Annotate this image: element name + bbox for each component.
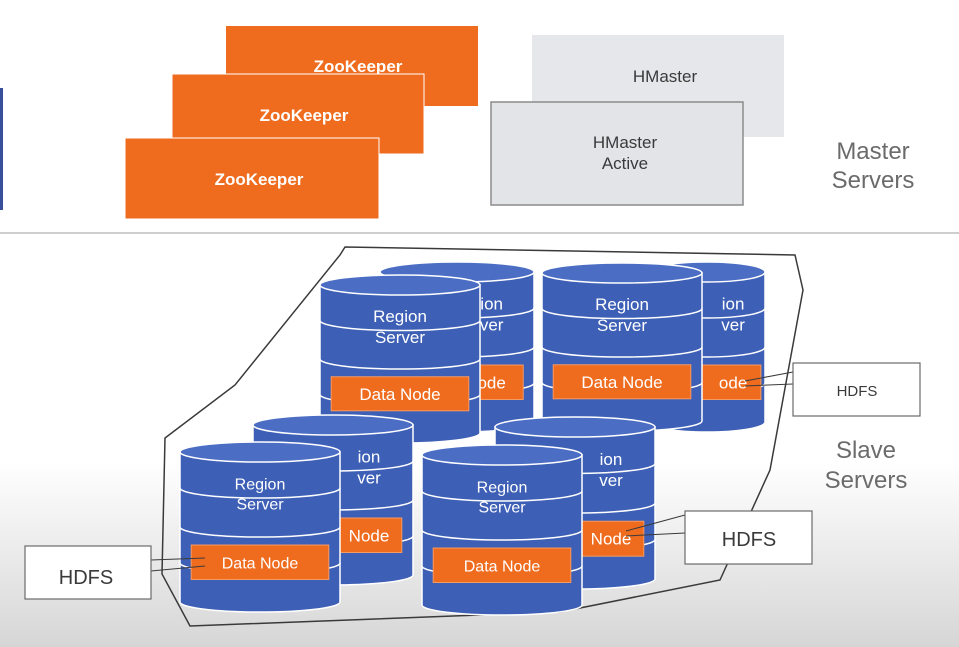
data-node-label-partial: ode xyxy=(719,373,747,392)
zookeeper-label: ZooKeeper xyxy=(215,170,304,189)
data-node-label: Data Node xyxy=(581,373,662,392)
region-server-label-partial: ion xyxy=(600,450,623,469)
data-node-label-partial: Node xyxy=(591,530,632,549)
hdfs-box xyxy=(684,510,813,565)
cylinder-band-line xyxy=(179,487,341,499)
hmaster-active-label-line2: Active xyxy=(602,154,648,173)
region-server-label-partial: ver xyxy=(480,316,504,335)
slave-servers-label-line2: Servers xyxy=(825,467,908,494)
cylinder-band-line xyxy=(541,346,703,358)
data-node-label-partial: ode xyxy=(477,373,505,392)
master-servers-label-line1: Master xyxy=(836,138,909,165)
cylinder-top xyxy=(179,441,341,463)
cylinder-top xyxy=(252,414,414,436)
left-edge-bar xyxy=(0,88,3,210)
hdfs-callout-right: HDFS xyxy=(744,362,921,417)
hmaster-group: HMaster HMaster Active xyxy=(490,35,784,206)
cylinder-band-line xyxy=(541,308,703,320)
zookeeper-box xyxy=(124,137,380,220)
region-server-label-partial: ver xyxy=(721,316,745,335)
callout-line xyxy=(625,514,686,532)
hmaster-standby-label: HMaster xyxy=(633,67,698,86)
region-server-label-partial: ver xyxy=(357,469,381,488)
data-node-label-partial: Node xyxy=(349,526,390,545)
cylinder-top xyxy=(494,416,656,438)
data-node-box xyxy=(190,544,330,580)
master-servers-label-line2: Servers xyxy=(832,167,915,194)
callout-line xyxy=(744,383,794,387)
cluster-outline xyxy=(161,246,804,627)
slave-servers-label-line1: Slave xyxy=(836,437,896,464)
region-server-label-line2: Server xyxy=(478,500,526,517)
region-server-label-partial: ion xyxy=(358,448,381,467)
region-server-label-line1: Region xyxy=(235,477,286,494)
data-node-box xyxy=(330,376,470,412)
data-node-label: Data Node xyxy=(222,555,299,572)
hdfs-label: HDFS xyxy=(722,529,776,551)
cylinder-top xyxy=(319,274,481,296)
hdfs-box xyxy=(792,362,921,417)
cylinder-band-line xyxy=(319,358,481,370)
cylinder-band-line xyxy=(179,526,341,538)
region-server-label-line1: Region xyxy=(477,480,528,497)
region-server-label-partial: ion xyxy=(480,295,503,314)
cylinder-band-line xyxy=(319,320,481,332)
data-node-box xyxy=(552,364,692,400)
hdfs-callout-middle: HDFS xyxy=(625,510,813,565)
zookeeper-label: ZooKeeper xyxy=(260,106,349,125)
hdfs-box xyxy=(24,545,152,600)
region-server-label-line2: Server xyxy=(597,316,647,335)
cylinder-band-line xyxy=(421,529,583,541)
data-node-box xyxy=(432,547,572,583)
cylinder-top xyxy=(541,262,703,284)
data-node-label: Data Node xyxy=(464,558,541,575)
region-server-label-line2: Server xyxy=(236,497,284,514)
region-server-label-partial: ion xyxy=(722,295,745,314)
callout-line xyxy=(150,565,206,572)
region-server-label-line1: Region xyxy=(373,307,427,326)
hmaster-active-label-line1: HMaster xyxy=(593,133,658,152)
cylinder-band-line xyxy=(421,490,583,502)
hdfs-label: HDFS xyxy=(59,567,113,589)
region-server-label-line2: Server xyxy=(375,328,425,347)
data-node-label: Data Node xyxy=(359,385,440,404)
region-server-label-line1: Region xyxy=(595,295,649,314)
zookeeper-ensemble: ZooKeeper ZooKeeper ZooKeeper xyxy=(124,26,478,220)
hmaster-active-box xyxy=(490,101,744,206)
hdfs-label: HDFS xyxy=(837,383,878,400)
region-server-label-partial: ver xyxy=(599,471,623,490)
callout-line xyxy=(150,557,206,561)
callout-line xyxy=(625,532,686,537)
zookeeper-label: ZooKeeper xyxy=(314,57,403,76)
cylinder-top xyxy=(421,444,583,466)
callout-line xyxy=(744,371,794,382)
hdfs-callout-left: HDFS xyxy=(24,545,206,600)
